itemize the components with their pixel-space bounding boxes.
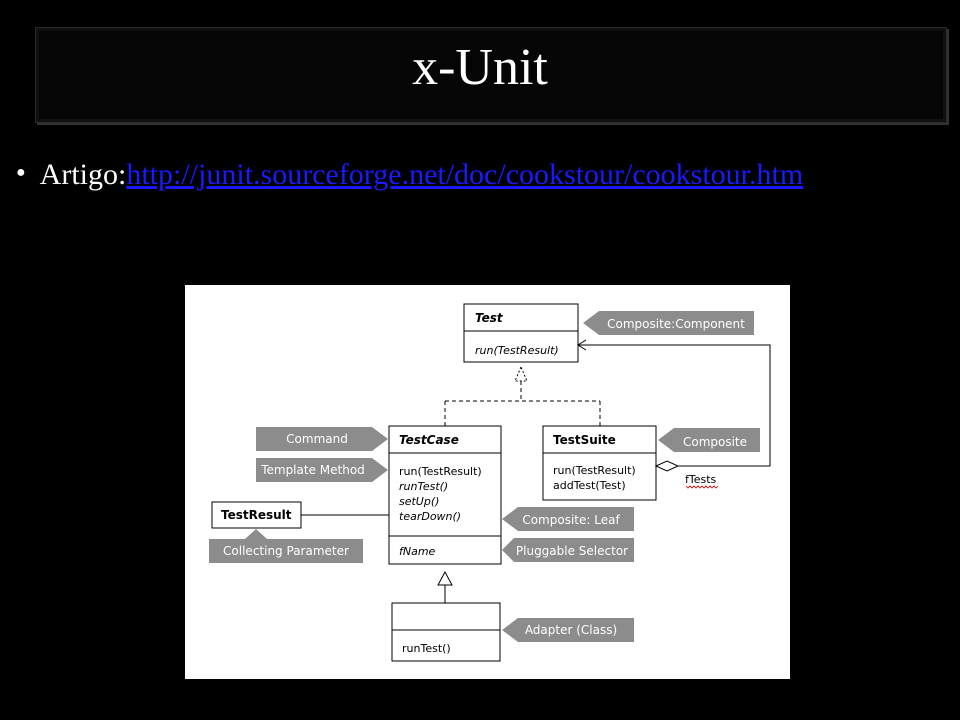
class-testcase: TestCase run(TestResult) runTest() setUp… <box>388 425 502 565</box>
testcase-method-runtest: runTest() <box>399 480 448 493</box>
uml-diagram: Test run(TestResult) Composite:Component… <box>185 285 790 679</box>
tag-composite-leaf-label: Composite: Leaf <box>522 513 620 527</box>
testcase-method-setup: setUp() <box>399 495 439 508</box>
subclass-method-runtest: runTest() <box>402 642 451 655</box>
tag-adapter-class-label: Adapter (Class) <box>525 623 617 637</box>
class-subclass: runTest() <box>391 602 501 662</box>
class-testresult: TestResult <box>211 501 389 529</box>
testsuite-method-run: run(TestResult) <box>553 464 636 477</box>
testcase-field-fname: fName <box>399 545 436 558</box>
tag-adapter-class: Adapter (Class) <box>502 618 634 642</box>
tag-composite-label: Composite <box>683 435 747 449</box>
tag-collecting-parameter-label: Collecting Parameter <box>223 544 349 558</box>
inheritance-arrow <box>437 570 453 603</box>
article-link[interactable]: http://junit.sourceforge.net/doc/cooksto… <box>126 158 804 191</box>
slide-title: x-Unit <box>412 39 548 96</box>
tag-composite-component-label: Composite:Component <box>607 317 745 331</box>
testcase-method-run: run(TestResult) <box>399 465 482 478</box>
tag-collecting-parameter: Collecting Parameter <box>209 529 363 563</box>
uml-diagram-svg: Test run(TestResult) Composite:Component… <box>209 303 771 662</box>
tag-composite: Composite <box>658 428 760 452</box>
tag-command-label: Command <box>286 432 348 446</box>
class-testsuite: TestSuite run(TestResult) addTest(Test) <box>542 425 657 501</box>
class-testsuite-name: TestSuite <box>553 433 616 447</box>
class-test: Test run(TestResult) <box>463 303 579 363</box>
tag-template-method-label: Template Method <box>260 463 365 477</box>
tag-pluggable-selector-label: Pluggable Selector <box>516 544 628 558</box>
bullet-label: Artigo: <box>39 158 127 191</box>
tag-template-method: Template Method <box>256 458 388 482</box>
class-testresult-name: TestResult <box>221 508 292 522</box>
bullet-dot-icon: ● <box>16 164 26 182</box>
testsuite-method-addtest: addTest(Test) <box>553 479 626 492</box>
tag-command: Command <box>256 427 388 451</box>
tag-composite-leaf: Composite: Leaf <box>502 507 634 531</box>
title-frame <box>35 27 947 123</box>
bullet-item: ● Artigo:http://junit.sourceforge.net/doc… <box>16 158 803 198</box>
realization-lines <box>444 365 601 426</box>
class-testcase-name: TestCase <box>399 433 459 447</box>
association-label-ftests: fTests <box>685 473 717 486</box>
class-test-method: run(TestResult) <box>475 344 559 357</box>
tag-pluggable-selector: Pluggable Selector <box>502 538 634 562</box>
aggregation-ftests: fTests <box>577 339 771 489</box>
tag-composite-component: Composite:Component <box>583 311 754 335</box>
spellcheck-underline <box>685 485 719 489</box>
testcase-method-teardown: tearDown() <box>399 510 461 523</box>
class-test-name: Test <box>475 311 504 325</box>
